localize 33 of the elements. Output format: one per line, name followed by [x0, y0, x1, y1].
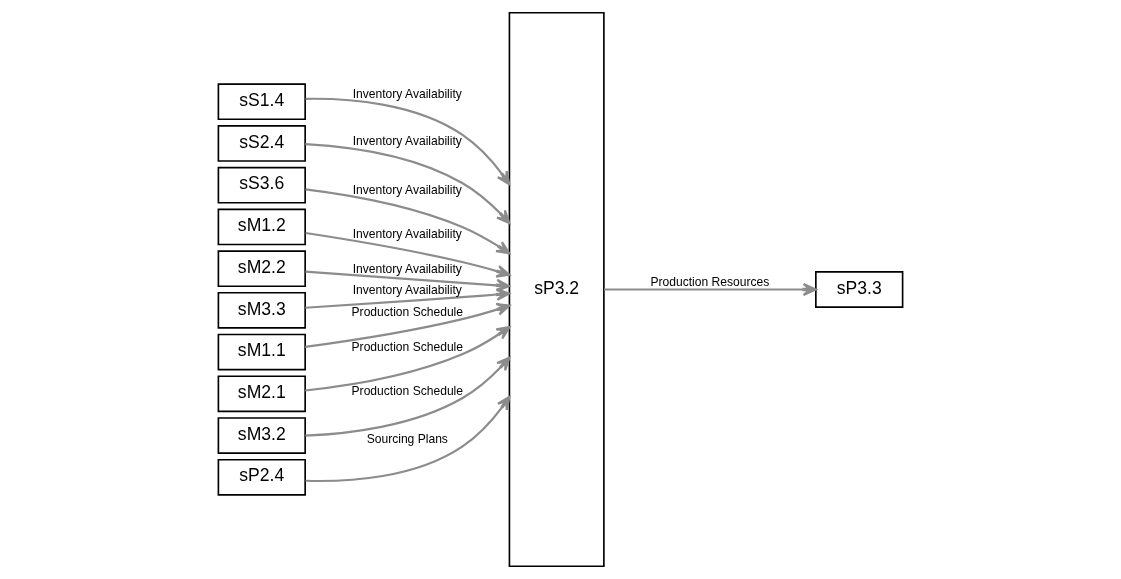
- node-box: sM2.2: [217, 250, 306, 288]
- edge-label: Production Schedule: [351, 383, 464, 398]
- edge-label: Production Schedule: [351, 339, 464, 354]
- node-box: sM1.2: [217, 208, 306, 246]
- node-box: sM3.3: [217, 291, 306, 329]
- arrow: [305, 97, 511, 186]
- arrow: [305, 302, 511, 348]
- node-box: sP3.3: [815, 271, 904, 308]
- edge-label: Inventory Availability: [352, 182, 462, 197]
- node-box: sM3.2: [217, 417, 306, 454]
- node-box: sP2.4: [217, 458, 306, 496]
- arrow: [305, 395, 511, 483]
- edge-label: Inventory Availability: [352, 282, 462, 297]
- node-box: sM2.1: [217, 375, 306, 413]
- edge-label: Inventory Availability: [352, 226, 462, 241]
- node-box: sM1.1: [217, 333, 306, 371]
- node-box: sS3.6: [217, 166, 306, 204]
- node-box: sS2.4: [217, 125, 306, 162]
- arrow: [305, 231, 511, 278]
- node-box: sP3.2: [508, 11, 605, 568]
- edge-label: Inventory Availability: [352, 134, 462, 149]
- arrow: [305, 326, 511, 392]
- edge-label: Production Schedule: [351, 304, 464, 319]
- edge-label: Inventory Availability: [352, 87, 462, 102]
- arrow: [305, 356, 511, 437]
- edge-label: Sourcing Plans: [366, 432, 448, 447]
- edge-label: Inventory Availability: [352, 261, 462, 276]
- node-box: sS1.4: [217, 83, 306, 121]
- arrow: [305, 287, 511, 309]
- arrow: [305, 188, 511, 255]
- arrow: [305, 142, 511, 225]
- edge-label: Production Resources: [650, 274, 770, 289]
- arrow: [604, 282, 817, 297]
